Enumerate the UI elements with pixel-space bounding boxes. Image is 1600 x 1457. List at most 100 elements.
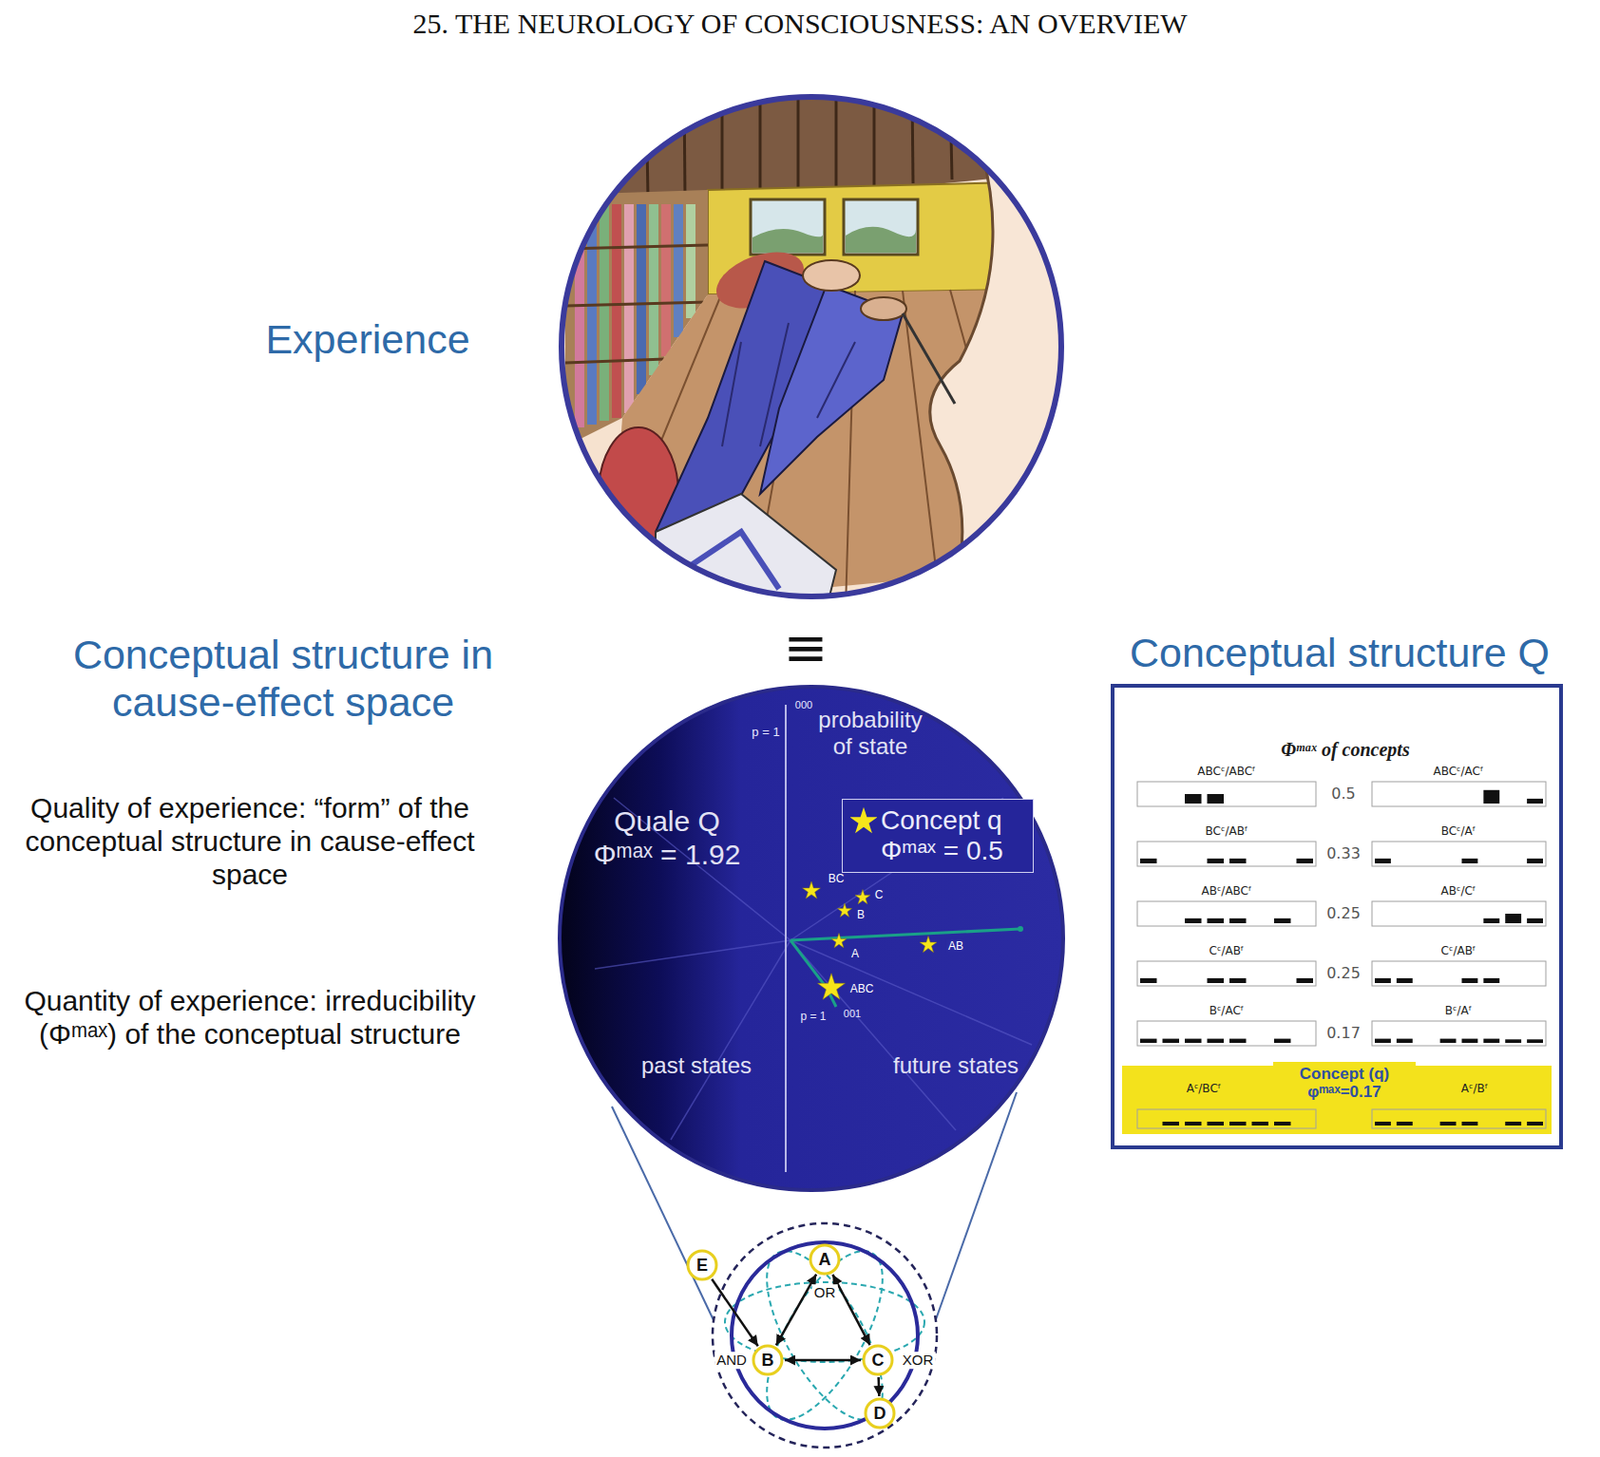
decor-shape	[1229, 1122, 1247, 1126]
decor-shape	[594, 940, 791, 970]
connector-arrow	[776, 1275, 817, 1347]
distribution-plot	[1137, 841, 1316, 867]
decor-shape	[1026, 90, 1030, 172]
concept-label: C	[875, 888, 884, 902]
axis-title: past states	[641, 1052, 752, 1080]
concept-label: ABC	[850, 982, 875, 996]
decor-shape	[790, 798, 1004, 941]
experience-illustration	[551, 90, 1084, 609]
decor-shape	[565, 302, 708, 306]
decor-shape	[1504, 1122, 1522, 1126]
gate-label: XOR	[900, 1352, 936, 1370]
decor-shape	[902, 313, 955, 404]
concept-star	[919, 936, 937, 953]
decor-shape	[1137, 961, 1316, 987]
element-name: A	[819, 1250, 832, 1271]
decor-shape	[1483, 790, 1500, 804]
decor-shape	[1374, 858, 1391, 864]
concept-tab: Concept (q) φᵐᵃˣ=0.17	[1273, 1062, 1416, 1105]
decor-shape	[599, 204, 610, 421]
concept-label: ABᶜ/Cᶠ	[1441, 884, 1477, 898]
decor-shape	[1137, 901, 1316, 927]
decor-shape	[863, 1346, 893, 1375]
decor-shape	[1504, 914, 1522, 924]
decor-shape	[721, 90, 724, 197]
axis-title: probability of state	[808, 706, 933, 760]
decor-shape	[743, 1234, 905, 1437]
heading-label: Conceptual structure in cause-effect spa…	[59, 630, 507, 727]
decor-shape	[750, 199, 825, 255]
decor-shape	[1140, 858, 1158, 864]
circle-outline	[685, 1249, 719, 1282]
distribution-plot	[1371, 781, 1546, 807]
decor-shape	[1371, 1109, 1546, 1129]
decor-shape	[1140, 978, 1158, 984]
decor-shape	[1371, 781, 1546, 807]
decor-shape	[565, 359, 666, 363]
decor-shape	[570, 90, 575, 195]
decor-shape	[1207, 1122, 1225, 1126]
decor-shape	[790, 940, 1032, 1046]
axis-label: p = 1	[751, 724, 780, 740]
decor-shape	[790, 940, 837, 1008]
decor-shape	[1162, 1122, 1181, 1126]
concept-label: Cᶜ/ABᶠ	[1209, 944, 1245, 958]
decor-shape	[661, 204, 671, 357]
decor-shape	[752, 228, 824, 253]
decor-shape	[646, 90, 648, 198]
decor-shape	[1440, 1039, 1457, 1044]
connector-arrow	[784, 1359, 861, 1363]
concept-label: Cᶜ/ABᶠ	[1441, 944, 1477, 958]
panel-heading: Conceptual structure Q	[1129, 629, 1550, 677]
decor-shape	[934, 1092, 1017, 1323]
decor-shape	[608, 90, 611, 197]
gate-label: OR	[812, 1284, 839, 1302]
decor-shape	[613, 798, 791, 941]
decor-shape	[1252, 1122, 1270, 1126]
decor-shape	[1483, 978, 1500, 984]
decor-shape	[611, 1106, 715, 1323]
concept-star	[837, 903, 852, 917]
concept-star	[802, 881, 821, 899]
decor-shape	[655, 494, 837, 609]
decor-shape	[1229, 918, 1247, 924]
concept-label: Aᶜ/Bᶠ	[1461, 1082, 1488, 1096]
concept-label: Aᶜ/BCᶠ	[1186, 1082, 1222, 1096]
decor-shape	[1274, 918, 1292, 924]
decor-shape	[988, 90, 991, 176]
decor-shape	[743, 1234, 905, 1437]
distribution-plot	[1371, 1021, 1546, 1047]
panel-border	[1102, 622, 1578, 1155]
decor-shape	[1017, 926, 1024, 933]
decor-shape	[1184, 1122, 1202, 1126]
decor-shape	[687, 1251, 717, 1280]
decor-shape	[1526, 799, 1543, 804]
circle-outline	[556, 684, 1067, 1194]
decor-shape	[551, 90, 1084, 609]
experience-frame	[561, 96, 1062, 597]
concept-label: BCᶜ/Aᶠ	[1441, 824, 1477, 839]
heading-label: Experience	[265, 315, 470, 363]
decor-shape	[753, 1346, 782, 1375]
state-label: 000	[795, 699, 813, 712]
network-element: D	[863, 1397, 896, 1430]
decor-shape	[712, 1223, 937, 1448]
gate-label: AND	[714, 1352, 749, 1370]
decor-shape	[950, 90, 953, 180]
decor-shape	[624, 204, 634, 414]
state-label: 001	[843, 1008, 861, 1021]
decor-shape	[1526, 918, 1543, 924]
distribution-plot	[1137, 961, 1316, 987]
decor-shape	[784, 704, 787, 1173]
distribution-plot	[1137, 781, 1316, 807]
element-name: C	[872, 1351, 885, 1372]
decor-shape	[611, 204, 622, 419]
circle-outline	[863, 1397, 896, 1430]
decor-shape	[1162, 1039, 1181, 1044]
concept-label: BC	[828, 872, 845, 886]
decor-shape	[1137, 841, 1316, 867]
